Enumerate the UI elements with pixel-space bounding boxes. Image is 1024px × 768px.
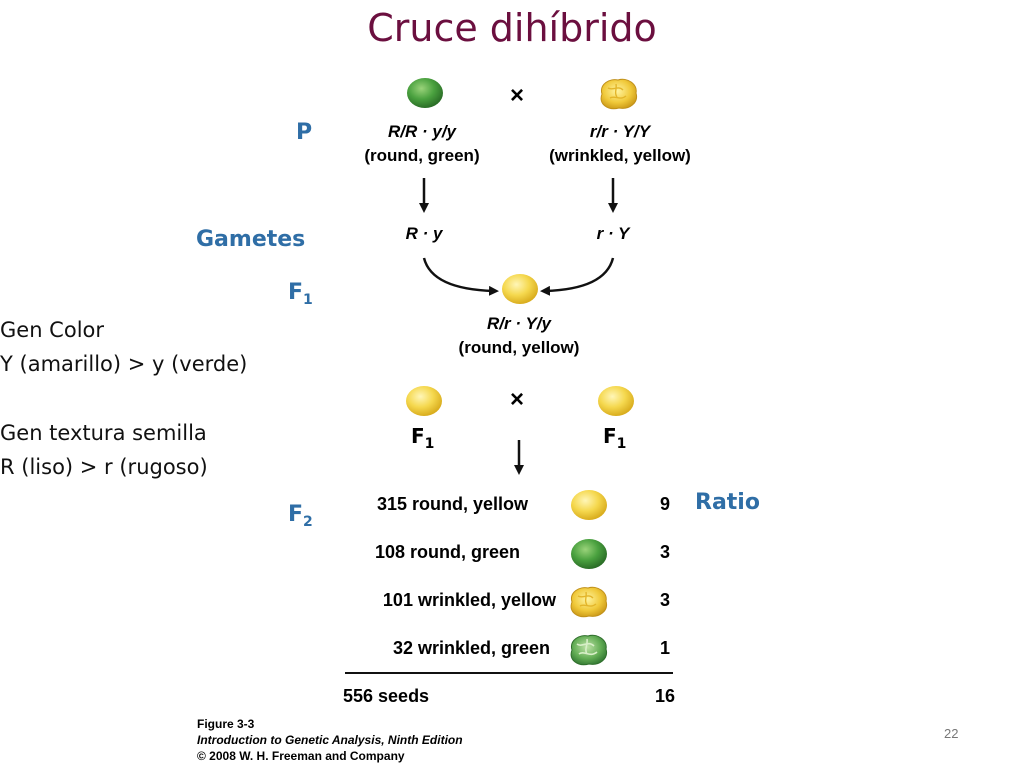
f2-row-ratio: 9 bbox=[659, 494, 670, 514]
f2-row-label: 108 round, green bbox=[374, 542, 520, 562]
parent-right-genotype: r/r · Y/Y bbox=[589, 122, 651, 141]
caption-book: Introduction to Genetic Analysis, Ninth … bbox=[197, 733, 463, 747]
pea-round-yellow-icon bbox=[571, 490, 607, 520]
f2-row-ratio: 1 bbox=[659, 638, 670, 658]
color-gene-rule: Y (amarillo) > y (verde) bbox=[0, 352, 248, 376]
f1-genotype: R/r · Y/y bbox=[487, 314, 551, 333]
label-gametes: Gametes bbox=[196, 227, 306, 252]
f2-row-label: 32 wrinkled, green bbox=[392, 638, 550, 658]
label-f2: F2 bbox=[288, 502, 313, 530]
pea-wrinkled-yellow-icon bbox=[570, 586, 608, 618]
caption-copyright: © 2008 W. H. Freeman and Company bbox=[197, 749, 405, 763]
parent-left-genotype: R/R · y/y bbox=[387, 122, 457, 141]
pea-wrinkled-yellow-icon bbox=[600, 78, 638, 110]
cross-symbol-f1: × bbox=[510, 386, 525, 413]
gamete-left: R · y bbox=[405, 224, 443, 243]
slide-title: Cruce dihíbrido bbox=[367, 6, 657, 50]
label-p: P bbox=[296, 120, 313, 145]
f2-row-ratio: 3 bbox=[659, 590, 670, 610]
f1-self-right-label: F1 bbox=[603, 424, 627, 452]
pea-f1-round-yellow-icon bbox=[502, 274, 538, 304]
page-number: 22 bbox=[944, 726, 959, 741]
f2-row-label: 315 round, yellow bbox=[376, 494, 528, 514]
parent-left-phenotype: (round, green) bbox=[364, 146, 480, 165]
pea-round-green-icon bbox=[407, 78, 443, 108]
f1-self-left-label: F1 bbox=[411, 424, 435, 452]
pea-f1-self-right-icon bbox=[598, 386, 634, 416]
arrow-curve-left bbox=[422, 257, 499, 296]
figure-caption: Figure 3-3 Introduction to Genetic Analy… bbox=[197, 716, 463, 764]
pea-wrinkled-green-icon bbox=[570, 634, 608, 666]
total-ratio: 16 bbox=[654, 686, 676, 706]
total-seeds: 556 seeds bbox=[343, 686, 430, 706]
texture-gene-heading: Gen textura semilla bbox=[0, 421, 207, 445]
pea-f1-self-left-icon bbox=[406, 386, 442, 416]
caption-figure: Figure 3-3 bbox=[197, 717, 255, 731]
f2-row-ratio: 3 bbox=[659, 542, 670, 562]
parent-right-phenotype: (wrinkled, yellow) bbox=[549, 146, 691, 165]
label-f1: F1 bbox=[288, 280, 313, 308]
label-ratio: Ratio bbox=[695, 490, 760, 515]
gamete-right: r · Y bbox=[596, 224, 630, 243]
f1-phenotype: (round, yellow) bbox=[458, 338, 580, 357]
arrow-curve-right bbox=[540, 257, 615, 296]
pea-round-green-icon bbox=[571, 539, 607, 569]
texture-gene-rule: R (liso) > r (rugoso) bbox=[0, 455, 208, 479]
f2-row-label: 101 wrinkled, yellow bbox=[382, 590, 556, 610]
color-gene-heading: Gen Color bbox=[0, 318, 105, 342]
cross-symbol-parents: × bbox=[510, 82, 525, 109]
